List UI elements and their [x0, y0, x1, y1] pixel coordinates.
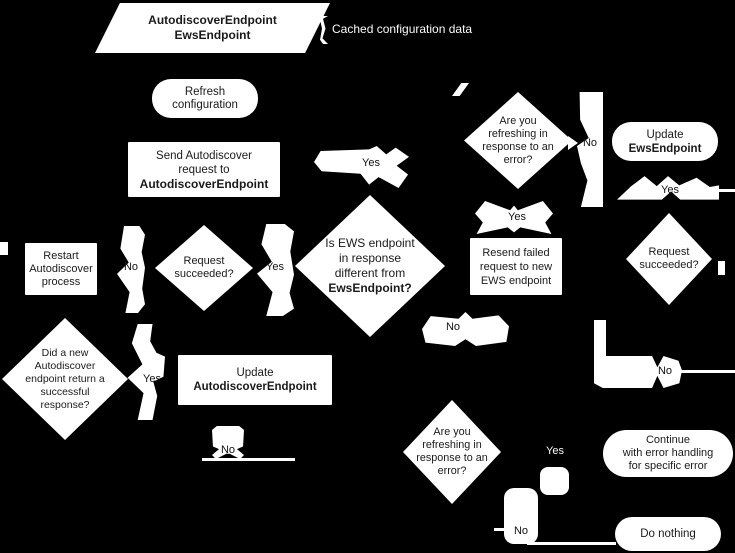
arrow-halo-bar: [594, 320, 606, 362]
edge-label-yes: Yes: [362, 157, 380, 169]
rect-shape: [470, 238, 562, 295]
restart-line2: Autodiscover: [29, 262, 93, 275]
arrowhead-halo: [568, 136, 578, 150]
refreshing-bot-line4: error?: [437, 465, 467, 477]
ews-diff-line3: different from: [334, 266, 406, 280]
refreshing-bot-line2: refreshing in: [422, 439, 482, 451]
arrow-halo-strip-no: [577, 92, 603, 207]
edge-label-no: No: [123, 261, 139, 273]
ews-diff-line2: in response: [338, 251, 402, 265]
edge-label-no: No: [513, 525, 529, 537]
new-ad-line5: response?: [40, 398, 90, 411]
new-ad-line4: successful: [40, 385, 90, 398]
parallelogram-shape: [95, 3, 330, 53]
arrow-halo-blob: [540, 467, 569, 495]
connector-line: [494, 528, 507, 531]
cache-params-parallelogram: AutodiscoverEndpoint EwsEndpoint: [95, 3, 330, 53]
send-autodiscover-request-node: Send Autodiscover request to Autodiscove…: [128, 142, 280, 197]
update-ad-line1: Update: [236, 367, 274, 379]
cache-param-1: AutodiscoverEndpoint: [148, 13, 277, 27]
connector-line: [676, 189, 735, 192]
stadium-shape: [152, 79, 258, 118]
rect-shape: [178, 355, 332, 405]
resend-line1: Resend failed: [482, 246, 550, 259]
arrow-halo-strip-yes: [127, 324, 165, 420]
resend-failed-request-node: Resend failed request to new EWS endpoin…: [470, 238, 562, 295]
stadium-shape: [615, 517, 721, 551]
update-ad-line2: AutodiscoverEndpoint: [193, 381, 317, 393]
refreshing-bot-line1: Are you: [433, 426, 471, 438]
req-succ-right-line1: Request: [648, 246, 690, 258]
update-ews-line1: Update: [646, 128, 684, 141]
cached-configuration-label: Cached configuration data: [332, 22, 473, 36]
send-line1: Send Autodiscover: [156, 149, 252, 162]
update-autodiscoverendpoint-node: Update AutodiscoverEndpoint: [178, 355, 332, 405]
restart-autodiscover-node: Restart Autodiscover process: [25, 243, 97, 295]
req-succ-left-line2: succeeded?: [174, 268, 234, 280]
connector-line: [718, 261, 725, 275]
do-nothing-label: Do nothing: [640, 528, 696, 540]
new-ad-line3: endpoint return a: [25, 372, 105, 385]
arrow-halo-band-no: [594, 356, 682, 388]
edge-label-yes: Yes: [661, 184, 679, 196]
refreshing-top-line1: Are you: [499, 114, 537, 127]
continue-line2: with error handling: [622, 447, 714, 459]
connector-line: [202, 458, 295, 461]
edge-label-yes: Yes: [266, 261, 284, 273]
decision-refreshing-error-top: Are you refreshing in response to an err…: [464, 92, 572, 189]
refreshing-top-line3: response to an: [482, 140, 554, 153]
continue-line3: for specific error: [628, 460, 708, 472]
edge-label-no: No: [582, 137, 598, 149]
req-succ-left-line1: Request: [183, 255, 225, 267]
decision-ews-endpoint-different: Is EWS endpoint in response different fr…: [295, 195, 445, 337]
update-ewsendpoint-node: Update EwsEndpoint: [612, 122, 718, 161]
edge-label-yes-white: Yes: [546, 445, 564, 457]
cache-param-2: EwsEndpoint: [174, 28, 251, 42]
restart-line1: Restart: [43, 249, 79, 262]
stadium-shape: [612, 122, 718, 161]
decision-new-autodiscover-response: Did a new Autodiscover endpoint return a…: [2, 318, 128, 440]
update-ews-line2: EwsEndpoint: [628, 142, 702, 155]
brace-halo-blob: [320, 16, 328, 44]
refresh-configuration-node: Refresh configuration: [152, 79, 258, 118]
connector-line: [527, 542, 616, 545]
edge-label-no: No: [220, 444, 236, 456]
connector-line: [0, 242, 8, 255]
decision-request-succeeded-right: Request succeeded?: [626, 213, 712, 305]
send-line2: request to: [178, 163, 230, 176]
req-succ-right-line2: succeeded?: [639, 259, 699, 271]
rect-shape: [25, 243, 97, 295]
refresh-line1: Refresh: [184, 85, 226, 98]
arrow-halo-blob-no: [504, 488, 538, 544]
decision-request-succeeded-left: Request succeeded?: [155, 225, 253, 311]
arrow-halo-blob-yes: [617, 176, 719, 200]
continue-error-handling-node: Continue with error handling for specifi…: [603, 430, 733, 477]
edge-label-no: No: [657, 365, 673, 377]
continue-line1: Continue: [645, 434, 691, 446]
new-ad-line2: Autodiscover: [34, 359, 96, 372]
refreshing-top-line2: refreshing in: [488, 127, 548, 140]
decision-refreshing-error-bottom: Are you refreshing in response to an err…: [403, 400, 501, 504]
refreshing-bot-line3: response to an: [416, 452, 488, 464]
ews-diff-line4: EwsEndpoint?: [328, 281, 412, 295]
connector-line: [679, 370, 735, 373]
edge-label-yes: Yes: [508, 211, 526, 223]
resend-line2: request to new: [479, 260, 553, 273]
do-nothing-node: Do nothing: [615, 517, 721, 551]
rect-shape: [128, 142, 280, 197]
refreshing-top-line4: error?: [503, 153, 533, 166]
restart-line3: process: [41, 275, 81, 288]
arrow-halo-blob-no: [212, 426, 244, 459]
edge-label-yes: Yes: [143, 373, 161, 385]
stadium-shape: [603, 430, 733, 477]
ews-diff-line1: Is EWS endpoint: [325, 236, 415, 250]
arrow-halo-blob-yes: [475, 201, 553, 234]
send-line3: AutodiscoverEndpoint: [139, 176, 269, 191]
refresh-line2: configuration: [172, 98, 238, 111]
new-ad-line1: Did a new: [41, 346, 89, 359]
edge-label-no: No: [445, 321, 461, 333]
resend-line3: EWS endpoint: [480, 274, 552, 287]
